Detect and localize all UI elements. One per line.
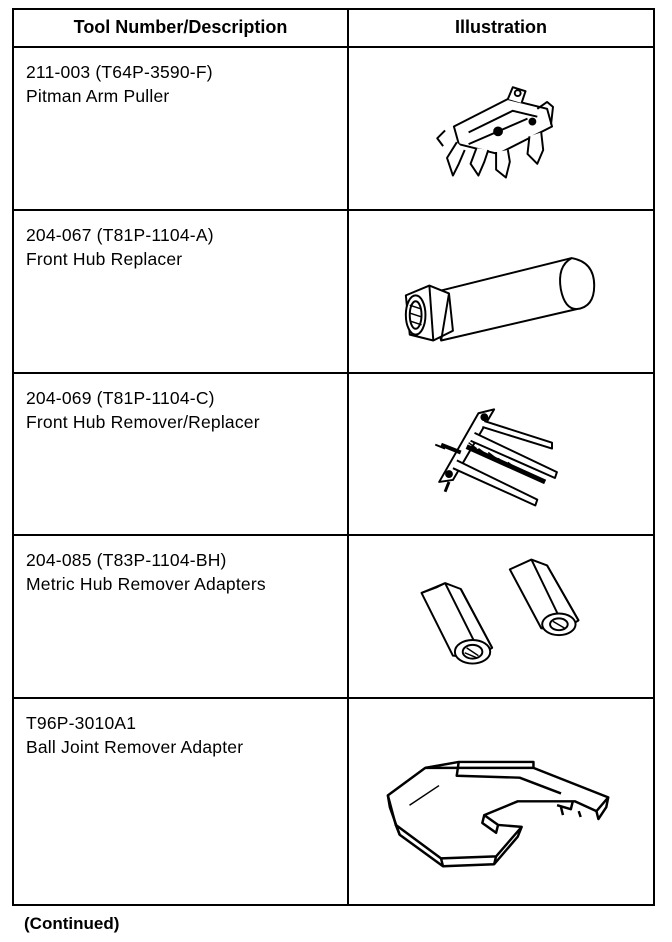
tool-cell: 204-085 (T83P-1104-BH) Metric Hub Remove… [14,536,349,698]
tool-cell: 211-003 (T64P-3590-F) Pitman Arm Puller [14,47,349,209]
tool-cell: 204-069 (T81P-1104-C) Front Hub Remover/… [14,373,349,535]
header-tool-number: Tool Number/Description [14,10,349,46]
table-header: Tool Number/Description Illustration [14,10,653,46]
tool-table: Tool Number/Description Illustration 211… [12,8,655,906]
header-illustration: Illustration [454,17,547,38]
tool-number: 204-085 (T83P-1104-BH) [26,550,227,571]
tool-description: Front Hub Remover/Replacer [26,411,260,432]
tool-number: 211-003 (T64P-3590-F) [26,61,213,82]
pitman-arm-puller-icon [436,86,554,179]
tool-number: 204-067 (T81P-1104-A) [26,224,214,245]
tool-description: Ball Joint Remover Adapter [26,737,244,758]
illustration-cell [349,48,653,209]
illustration-cell [349,699,653,904]
tool-cell: 204-067 (T81P-1104-A) Front Hub Replacer [14,210,349,372]
table-row: T96P-3010A1 Ball Joint Remover Adapter [14,697,653,904]
illustration-cell [349,536,653,697]
table-row: 204-067 (T81P-1104-A) Front Hub Replacer [14,208,653,372]
tool-number: T96P-3010A1 [26,713,137,734]
table-row: 211-003 (T64P-3590-F) Pitman Arm Puller [14,45,653,209]
illustration-cell [349,211,653,372]
metric-hub-adapters-icon [420,559,580,665]
illustration-cell [349,374,653,535]
tool-description: Metric Hub Remover Adapters [26,574,266,595]
tool-cell: T96P-3010A1 Ball Joint Remover Adapter [14,699,349,904]
ball-joint-adapter-icon [386,761,610,868]
table-row: 204-069 (T81P-1104-C) Front Hub Remover/… [14,371,653,535]
tool-number: 204-069 (T81P-1104-C) [26,387,215,408]
front-hub-replacer-icon [404,256,596,342]
continued-label: (Continued) [24,914,120,933]
table-row: 204-085 (T83P-1104-BH) Metric Hub Remove… [14,534,653,698]
tool-description: Pitman Arm Puller [26,85,170,106]
front-hub-remover-replacer-icon [434,407,558,507]
tool-description: Front Hub Replacer [26,248,183,269]
